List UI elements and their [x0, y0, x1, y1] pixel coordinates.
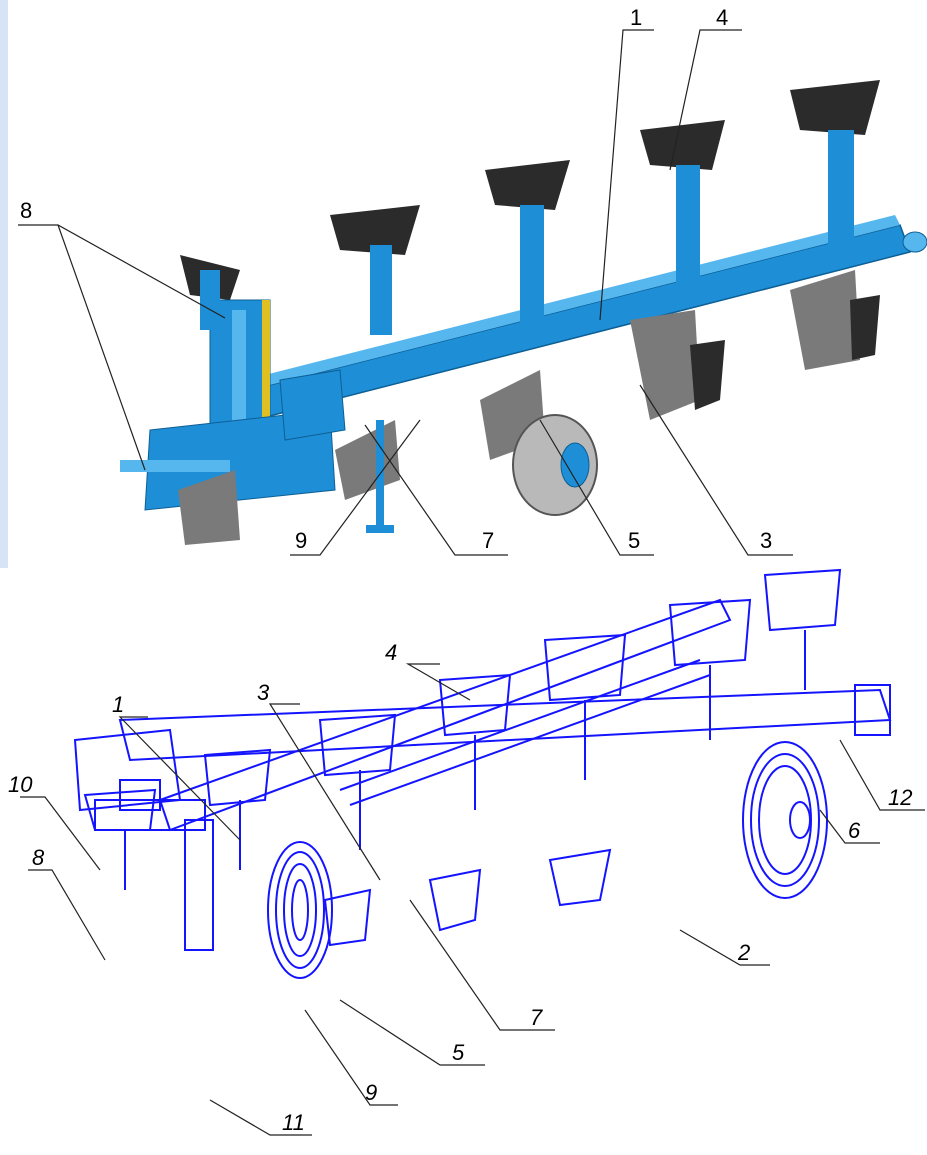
- bottom-lower-rail: [158, 598, 732, 832]
- bottom-callout-6: 6: [848, 818, 861, 843]
- bottom-plough-bodies: [83, 568, 842, 947]
- top-figure-area: [8, 0, 927, 568]
- top-callout-7: 7: [482, 528, 494, 553]
- main-frame-beam-top: [245, 215, 900, 390]
- top-render-figure: 1 4 8 9 7 5 3: [0, 0, 927, 568]
- plough-body-4: [630, 120, 725, 420]
- bottom-callout-4: 4: [385, 640, 397, 665]
- plough-body-1: [178, 255, 240, 545]
- bottom-callout-10: 10: [8, 772, 33, 797]
- bottom-callouts: 1 3 4 10 8 12 6 2 7 5 9 11: [8, 640, 912, 1135]
- bottom-callout-12: 12: [888, 785, 912, 810]
- bottom-callout-5: 5: [452, 1040, 465, 1065]
- bottom-callout-3: 3: [257, 680, 270, 705]
- top-callout-9: 9: [295, 528, 307, 553]
- bottom-callout-8: 8: [32, 845, 45, 870]
- bottom-callout-2: 2: [737, 940, 750, 965]
- top-callout-1: 1: [630, 5, 642, 30]
- front-hitch-ring: [902, 231, 927, 253]
- top-callout-4: 4: [716, 5, 728, 30]
- bottom-leader-lines: [20, 663, 925, 1136]
- bottom-line-drawing-figure: [20, 568, 925, 1136]
- bottom-callout-11: 11: [282, 1110, 305, 1135]
- depth-wheel: [512, 414, 598, 516]
- bottom-headstock: [73, 728, 214, 951]
- top-callout-5: 5: [628, 528, 640, 553]
- bottom-callout-9: 9: [365, 1080, 377, 1105]
- top-callout-8: 8: [20, 198, 32, 223]
- plough-body-5: [790, 80, 880, 370]
- bottom-callout-7: 7: [530, 1005, 543, 1030]
- top-callout-3: 3: [760, 528, 772, 553]
- bottom-rear-hitch-plate: [854, 684, 891, 736]
- bottom-front-wheel: [267, 841, 333, 979]
- top-leader-lines: [18, 29, 793, 556]
- bottom-rear-wheel: [742, 741, 828, 899]
- bottom-callout-1: 1: [112, 692, 124, 717]
